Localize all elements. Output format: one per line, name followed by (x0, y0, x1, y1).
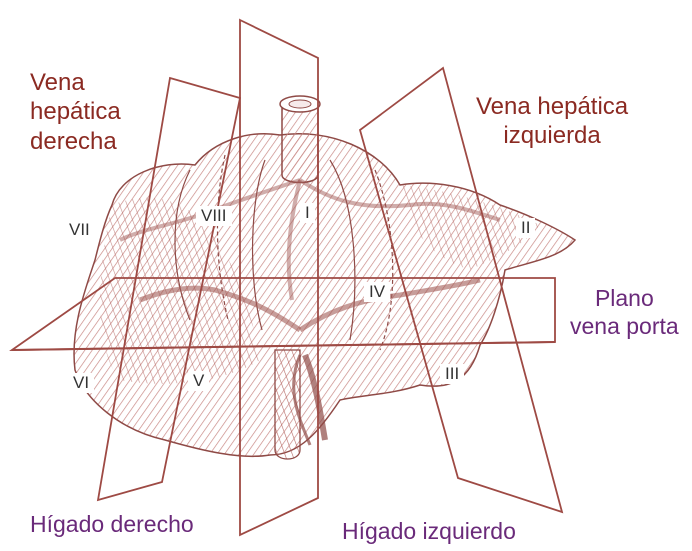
inferior-vena-cava (282, 105, 318, 183)
segment-label-VII: VII (64, 220, 95, 240)
label-line: izquierda (476, 121, 628, 150)
segment-label-VI: VI (68, 373, 94, 393)
label-left-hepatic-vein: Vena hepática izquierda (476, 92, 628, 151)
label-right-liver: Hígado derecho (30, 510, 194, 538)
label-line: Plano (570, 284, 679, 312)
label-line: derecha (30, 127, 121, 156)
segment-label-IV: IV (364, 282, 390, 302)
label-line: Vena (30, 68, 121, 97)
segment-label-III: III (440, 364, 464, 384)
label-right-hepatic-vein: Vena hepática derecha (30, 68, 121, 156)
label-line: Vena hepática (476, 92, 628, 121)
label-line: hepática (30, 97, 121, 126)
segment-label-V: V (188, 371, 209, 391)
label-portal-plane: Plano vena porta (570, 284, 679, 340)
label-left-liver: Hígado izquierdo (342, 517, 516, 545)
segment-label-VIII: VIII (196, 206, 232, 226)
segment-label-II: II (516, 218, 535, 238)
label-line: vena porta (570, 312, 679, 340)
segment-label-I: I (300, 203, 315, 223)
